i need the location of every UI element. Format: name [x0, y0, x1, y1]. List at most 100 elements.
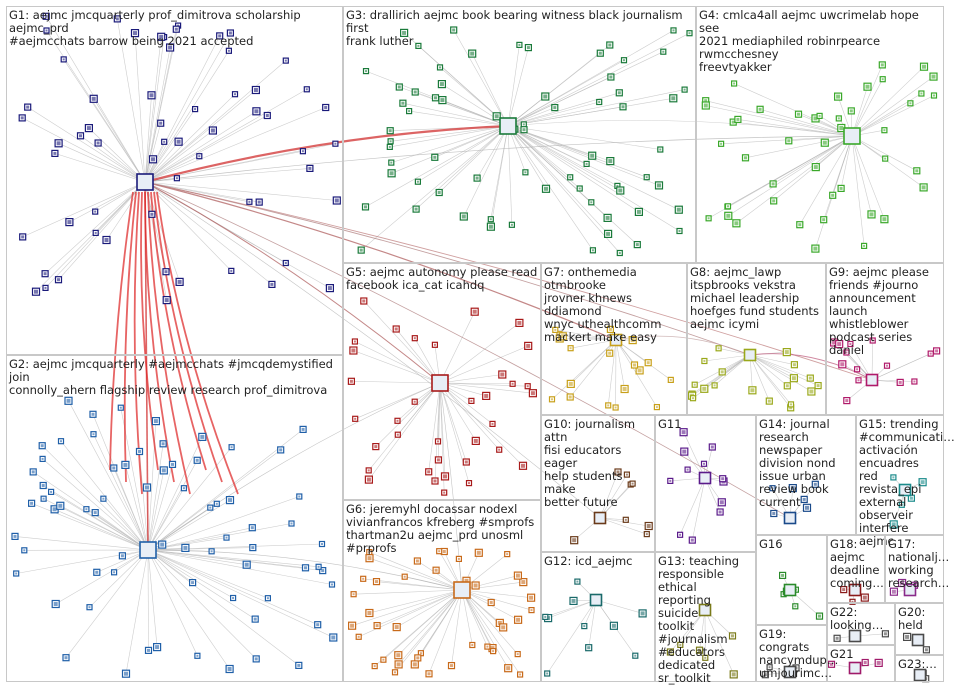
node-fill	[316, 623, 320, 627]
intergroup-edge	[144, 181, 873, 381]
edge	[106, 181, 146, 241]
node-fill	[301, 150, 304, 153]
node-fill	[608, 159, 613, 164]
node-fill	[382, 658, 385, 661]
edge	[147, 460, 198, 551]
edge	[93, 98, 146, 183]
edge	[353, 589, 463, 595]
node-fill	[839, 186, 843, 190]
edge	[147, 549, 323, 571]
node-fill	[702, 386, 707, 391]
node-fill	[530, 391, 535, 396]
edge	[428, 589, 463, 674]
edge	[35, 181, 146, 292]
edge	[391, 125, 509, 163]
node-fill	[772, 199, 776, 203]
node-fill	[374, 445, 378, 449]
node-fill	[279, 448, 283, 452]
g16-hub-node	[783, 583, 797, 597]
node-fill	[840, 362, 845, 367]
node-fill	[704, 656, 707, 659]
edge	[799, 135, 853, 225]
edge	[490, 125, 509, 227]
g22-box	[827, 603, 895, 645]
intergroup-edge	[147, 382, 441, 551]
edge	[760, 109, 853, 137]
node-fill	[863, 661, 867, 664]
edge	[507, 106, 624, 127]
node-fill	[736, 117, 740, 121]
node-fill	[630, 338, 635, 343]
node-fill	[210, 128, 215, 133]
g2-box	[6, 355, 343, 682]
node-fill	[366, 477, 371, 482]
node-fill	[767, 399, 771, 403]
node-fill	[622, 387, 627, 391]
edge	[376, 581, 463, 591]
node-fill	[334, 198, 339, 203]
node-fill	[56, 141, 61, 146]
g4-hub-node	[843, 127, 861, 145]
intergroup-edge	[144, 181, 441, 384]
node-fill	[113, 571, 116, 574]
node-fill	[394, 671, 396, 674]
node-fill	[367, 556, 372, 561]
node-fill	[50, 490, 53, 493]
node-fill	[720, 142, 723, 145]
edge	[749, 354, 811, 379]
node-fill	[257, 200, 261, 204]
node-fill	[876, 660, 881, 665]
node-fill	[183, 545, 188, 550]
g7-hub-node	[609, 333, 623, 347]
edge	[439, 345, 529, 384]
edge	[147, 549, 158, 648]
node-fill	[611, 623, 616, 628]
g13-hub-node	[698, 603, 712, 617]
edge	[670, 609, 706, 653]
node-fill	[572, 538, 577, 543]
edge	[383, 589, 463, 660]
node-fill	[794, 605, 797, 608]
node-fill	[394, 327, 398, 331]
node-fill	[151, 157, 155, 162]
edge	[58, 143, 146, 183]
g21-hub-node	[848, 661, 862, 675]
node-fill	[744, 156, 747, 160]
g18-hub-node	[848, 583, 862, 597]
node-fill	[324, 106, 328, 109]
edge	[80, 135, 146, 183]
edge	[147, 549, 198, 656]
node-fill	[515, 573, 520, 578]
edge	[546, 599, 597, 674]
edge	[144, 181, 273, 285]
node-fill	[175, 177, 178, 180]
edge	[461, 575, 518, 591]
node-fill	[389, 140, 392, 143]
edge	[144, 60, 286, 183]
node-fill	[569, 176, 572, 179]
g7-box	[541, 263, 687, 415]
node-fill	[442, 550, 446, 553]
g11-hub-node	[698, 471, 712, 485]
node-fill	[417, 44, 420, 47]
g14-hub-node	[783, 511, 797, 525]
edge	[851, 135, 917, 172]
node-fill	[616, 184, 619, 187]
node-fill	[434, 568, 438, 572]
node-fill	[822, 218, 826, 222]
node-fill	[832, 340, 837, 345]
g1-hub-node	[136, 173, 154, 191]
node-fill	[883, 129, 886, 132]
g9-box	[826, 263, 944, 415]
node-fill	[733, 82, 736, 85]
node-fill	[590, 153, 595, 158]
node-fill	[606, 231, 611, 236]
node-fill	[862, 595, 867, 600]
node-fill	[26, 105, 30, 109]
node-fill	[554, 328, 557, 331]
node-fill	[120, 554, 124, 558]
edge	[439, 311, 475, 384]
node-fill	[813, 246, 818, 251]
node-fill	[881, 78, 884, 81]
edge	[438, 125, 509, 193]
